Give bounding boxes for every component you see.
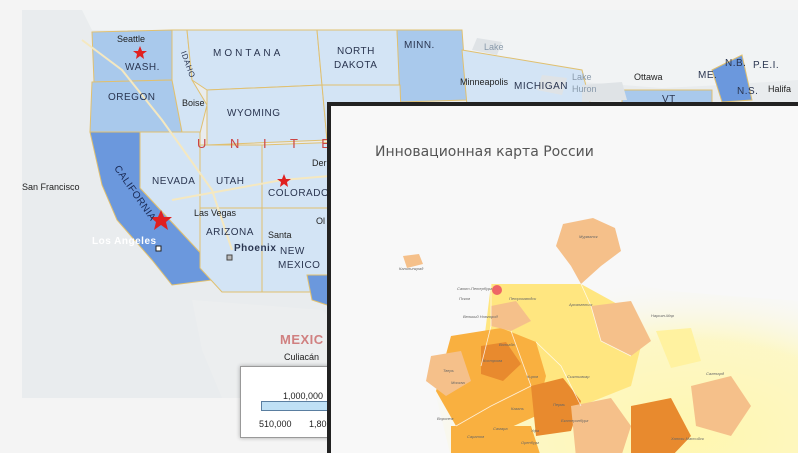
ru-label-pskov: Псков [459, 296, 471, 301]
state-nevada: NEVADA [152, 176, 196, 187]
city-denver: Der [312, 158, 327, 168]
ru-label-salekhard: Салехард [706, 371, 725, 376]
state-montana: MONTANA [213, 48, 284, 59]
city-los-angeles: Los Angeles [92, 236, 157, 247]
russia-innovation-map-panel[interactable]: Инновационная карта России [327, 102, 798, 453]
city-halifax: Halifa [768, 84, 792, 94]
ru-label-moscow: Москва [451, 380, 465, 385]
ru-label-yekaterinburg: Екатеринбург [561, 418, 589, 423]
ru-label-vologda: Вологда [499, 342, 515, 347]
city-san-francisco: San Francisco [22, 182, 80, 192]
state-michigan: MICHIGAN [514, 81, 568, 92]
ru-label-voronezh: Воронеж [437, 416, 454, 421]
overlay-title: Инновационная карта России [375, 144, 594, 160]
russia-map-shapes [403, 218, 798, 453]
city-culiacan: Culiacán [284, 352, 320, 362]
legend-mid-value: 1,80 [309, 419, 327, 429]
ru-label-petrozavodsk: Петрозаводск [509, 296, 537, 301]
ru-label-murmansk: Мурманск [579, 234, 598, 239]
state-new-mexico-1: NEW [280, 246, 305, 257]
ru-label-novgorod: Великий Новгород [463, 314, 498, 319]
state-north-dakota-2: DAKOTA [334, 60, 378, 71]
ru-label-saratov: Саратов [467, 434, 485, 439]
ru-label-naryan-mar: Нарьян-Мар [651, 313, 674, 318]
city-phoenix: Phoenix [234, 243, 277, 254]
state-nb: N.B. [725, 58, 747, 69]
ru-label-samara: Самара [493, 426, 508, 431]
ru-label-kaliningrad: Калининград [399, 266, 424, 271]
legend-low-value: 510,000 [259, 419, 292, 429]
country-label-mexico: MEXIC [280, 332, 324, 347]
ru-label-kazan: Казань [511, 406, 524, 411]
label-lake-2: Lake [572, 72, 592, 82]
state-wash: WASH. [125, 62, 160, 73]
state-new-mexico-2: MEXICO [278, 260, 321, 271]
ru-label-syktyvkar: Сыктывкар [567, 374, 590, 379]
state-north-dakota-1: NORTH [337, 46, 375, 57]
state-ns: N.S. [737, 86, 759, 97]
ru-label-tver: Тверь [443, 368, 454, 373]
ru-label-st-petersburg: Санкт-Петербург [457, 286, 493, 291]
state-pei: P.E.I. [753, 60, 780, 71]
label-lake: Lake [484, 42, 504, 52]
state-arizona: ARIZONA [206, 227, 254, 238]
state-wyoming: WYOMING [227, 108, 281, 119]
city-minneapolis: Minneapolis [460, 77, 509, 87]
ru-label-kirov: Киров [527, 374, 539, 379]
map-legend: 1,000,000 510,000 1,80 [240, 366, 343, 438]
country-label-united: U N I T E D [197, 136, 373, 151]
state-utah: UTAH [216, 176, 245, 187]
state-minn: MINN. [404, 40, 435, 51]
ru-label-khanty: Ханты-Мансийск [671, 436, 704, 441]
ru-label-ufa: Уфа [531, 428, 540, 433]
state-me: ME. [698, 70, 718, 81]
label-huron: Huron [572, 84, 597, 94]
ru-label-perm: Пермь [553, 402, 566, 407]
city-ok: Ol [316, 216, 325, 226]
ru-label-orenburg: Оренбург [521, 440, 540, 445]
state-vt: VT [662, 94, 676, 105]
city-santa: Santa [268, 230, 292, 240]
city-seattle: Seattle [117, 34, 146, 44]
city-las-vegas: Las Vegas [194, 208, 237, 218]
ru-label-kostroma: Кострома [483, 358, 503, 363]
city-boise: Boise [182, 98, 205, 108]
state-colorado: COLORADO [268, 188, 330, 199]
city-ottawa: Ottawa [634, 72, 663, 82]
state-oregon: OREGON [108, 92, 156, 103]
ru-label-arkhangelsk: Архангельск [569, 302, 593, 307]
legend-top-value: 1,000,000 [283, 391, 324, 401]
